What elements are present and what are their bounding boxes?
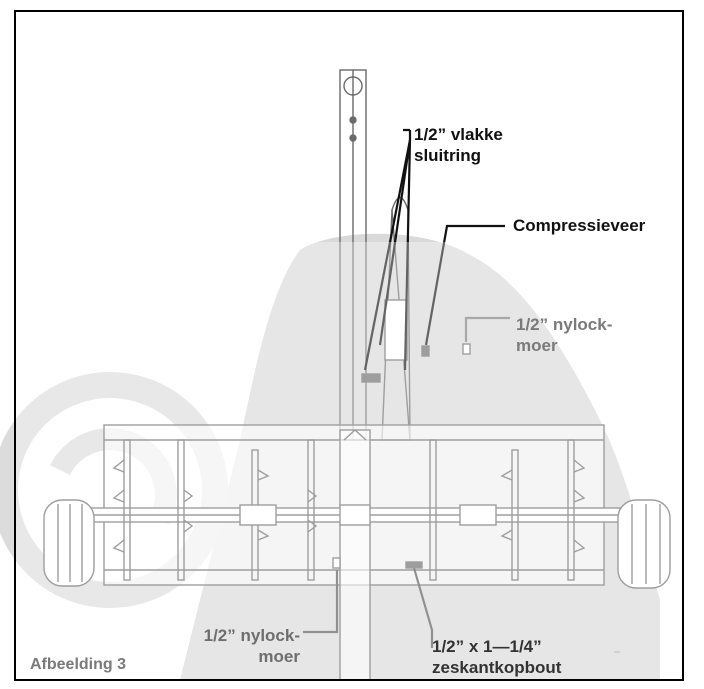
right-wheel — [617, 499, 671, 589]
tine-wheels — [112, 439, 586, 581]
washer-leader-3 — [403, 139, 412, 371]
nylock-nut-part-right — [462, 343, 471, 355]
label-nylock-nut-right: 1/2” nylock- moer — [516, 315, 613, 355]
spring-part — [421, 345, 430, 357]
leader-lines — [303, 128, 620, 654]
nylock-right-leader — [464, 316, 510, 342]
line-art — [43, 69, 671, 681]
left-wheel — [43, 499, 95, 587]
figure-border — [14, 10, 684, 681]
bolt-leader — [412, 567, 434, 648]
label-nylock-nut-left: 1/2” nylock- moer — [203, 626, 300, 666]
label-flat-washer: 1/2” vlakke sluitring — [414, 125, 503, 165]
figure-caption: Afbeelding 3 — [30, 656, 127, 673]
label-compression-spring: Compressieveer — [513, 216, 646, 235]
spring-leader — [424, 224, 505, 346]
washer-leader-2 — [378, 139, 412, 346]
nylock-left-leader — [303, 570, 339, 634]
nylock-nut-part-left — [332, 557, 341, 569]
washer-leader-1 — [363, 139, 412, 371]
label-hex-bolt: 1/2” x 1—1/4” zeskantkopbout — [432, 637, 562, 677]
washer-part — [361, 373, 381, 383]
